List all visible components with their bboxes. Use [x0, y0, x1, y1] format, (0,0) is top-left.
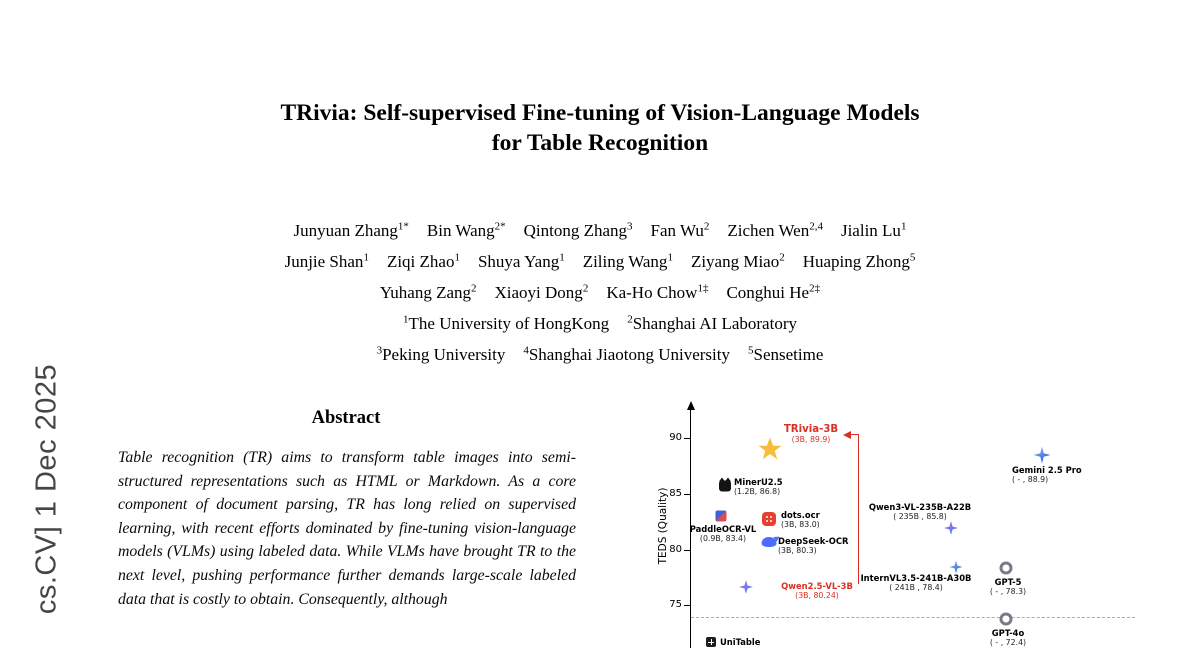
gpt-5-label: GPT-5( - , 78.3) [989, 577, 1027, 596]
author-name: Bin Wang2* [426, 220, 506, 240]
chart-dashed-separator [691, 617, 1135, 618]
gemini-2-5-pro-icon [1033, 446, 1051, 464]
y-tick-mark [684, 550, 690, 552]
trivia-qwen-connector-horizontal [850, 434, 859, 436]
affiliation-name: 3Peking University [376, 344, 506, 365]
author-name: Zichen Wen2,4 [727, 220, 823, 240]
gpt-4o-label: GPT-4o( - , 72.4) [989, 628, 1027, 647]
author-name: Junjie Shan1 [284, 251, 369, 271]
unitable-icon [706, 637, 716, 647]
paper-title: TRivia: Self-supervised Fine-tuning of V… [0, 98, 1200, 158]
author-name: Ziyang Miao2 [690, 251, 785, 271]
mineru-2-5-label: MinerU2.5(1.2B, 86.8) [734, 477, 783, 496]
y-tick-mark [684, 605, 690, 607]
y-tick-mark [684, 438, 690, 440]
qwen2-5-vl-3b-label: Qwen2.5-VL-3B(3B, 80.24) [781, 581, 853, 600]
abstract-heading: Abstract [311, 408, 381, 428]
paddleocr-vl-icon [715, 510, 727, 522]
trivia-3b-icon [758, 437, 782, 460]
y-tick-label: 90 [669, 432, 682, 443]
author-name: Fan Wu2 [650, 220, 710, 240]
gpt-5-icon [999, 561, 1013, 575]
gemini-2-5-pro-label: Gemini 2.5 Pro( - , 88.9) [1012, 465, 1082, 484]
author-name: Qintong Zhang3 [523, 220, 633, 240]
author-block: Junyuan Zhang1* Bin Wang2* Qintong Zhang3 F… [0, 213, 1200, 369]
author-name: Conghui He2‡ [726, 282, 821, 302]
title-line2: for Table Recognition [491, 130, 709, 156]
author-name: Ziqi Zhao1 [386, 251, 460, 271]
author-name: Junyuan Zhang1* [293, 220, 409, 240]
affiliation-name: 4Shanghai Jiaotong University [523, 344, 730, 365]
arxiv-stamp: cs.CV] 1 Dec 2025 [30, 363, 63, 615]
qwen2-5-vl-3b-icon [739, 580, 753, 594]
author-name: Huaping Zhong5 [802, 251, 916, 271]
author-line-3: Yuhang Zang2 Xiaoyi Dong2 Ka-Ho Chow1‡ Cong… [0, 275, 1200, 306]
abstract-text: Table recognition (TR) aims to transform… [118, 449, 576, 608]
author-name: Ka-Ho Chow1‡ [606, 282, 709, 302]
paddleocr-vl-label: PaddleOCR-VL(0.9B, 83.4) [689, 524, 757, 543]
y-tick-label: 80 [669, 544, 682, 555]
affiliation-name: 1The University of HongKong [403, 313, 610, 334]
unitable-label: UniTable [720, 637, 761, 647]
author-line-2: Junjie Shan1 Ziqi Zhao1 Shuya Yang1 Ziling … [0, 244, 1200, 275]
chart-y-axis [690, 410, 692, 648]
dots-ocr-icon [762, 512, 776, 526]
title-line1: TRivia: Self-supervised Fine-tuning of V… [280, 100, 920, 126]
trivia-qwen-connector-vertical [858, 434, 860, 584]
y-tick-mark [684, 494, 690, 496]
dots-ocr-label: dots.ocr(3B, 83.0) [781, 510, 820, 529]
internvl3-5-241b-a30b-icon [949, 560, 963, 574]
qwen3-vl-235b-a22b-icon [944, 521, 958, 535]
author-name: Yuhang Zang2 [379, 282, 477, 302]
mineru-2-5-icon [719, 477, 731, 492]
deepseek-ocr-icon [761, 537, 777, 547]
trivia-3b-label: TRivia-3B(3B, 89.9) [783, 424, 839, 444]
chart-y-axis-arrow-icon [686, 401, 695, 410]
gpt-4o-icon [999, 612, 1013, 626]
deepseek-ocr-label: DeepSeek-OCR(3B, 80.3) [778, 536, 849, 555]
affiliation-name: 5Sensetime [748, 344, 824, 365]
trivia-connector-arrowhead-icon [843, 430, 851, 439]
affiliation-line-2: 3Peking University 4Shanghai Jiaotong Uni… [0, 338, 1200, 369]
author-name: Ziling Wang1 [582, 251, 673, 271]
y-tick-label: 75 [669, 599, 682, 610]
affiliation-line-1: 1The University of HongKong 2Shanghai AI … [0, 306, 1200, 337]
affiliation-name: 2Shanghai AI Laboratory [627, 313, 797, 334]
author-name: Shuya Yang1 [477, 251, 565, 271]
author-name: Jialin Lu1 [840, 220, 907, 240]
author-name: Xiaoyi Dong2 [494, 282, 589, 302]
qwen3-vl-235b-a22b-label: Qwen3-VL-235B-A22B( 235B , 85.8) [868, 502, 972, 521]
internvl3-5-241b-a30b-label: InternVL3.5-241B-A30B( 241B , 78.4) [860, 573, 972, 592]
y-tick-label: 85 [669, 488, 682, 499]
author-line-1: Junyuan Zhang1* Bin Wang2* Qintong Zhang3 F… [0, 213, 1200, 244]
